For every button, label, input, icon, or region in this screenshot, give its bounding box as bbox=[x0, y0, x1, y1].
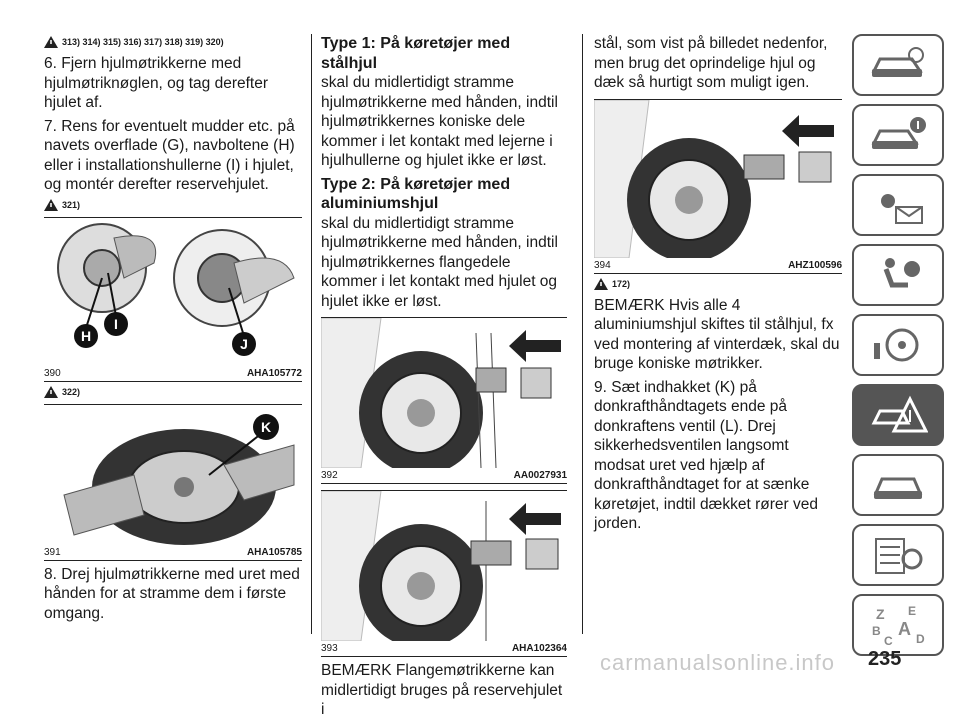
car-info-i-icon bbox=[871, 117, 926, 149]
warning-triangle-icon bbox=[594, 277, 608, 290]
column-2: Type 1: På køretøjer med stålhjul skal d… bbox=[321, 34, 567, 724]
note-flange-nuts: BEMÆRK Flangemøtrikkerne kan midlertidig… bbox=[321, 662, 563, 718]
column-divider bbox=[311, 34, 312, 634]
note-alloy-to-steel: BEMÆRK Hvis alle 4 aluminiumshjul skifte… bbox=[594, 296, 840, 373]
tab-warning-lights[interactable] bbox=[852, 174, 944, 236]
tab-car-info[interactable] bbox=[852, 34, 944, 96]
continued-text: stål, som vist på billedet nedenfor, men… bbox=[594, 35, 828, 91]
label-j: J bbox=[240, 336, 248, 352]
warning-triangle-icon bbox=[44, 198, 58, 211]
technical-data-icon bbox=[875, 538, 923, 574]
svg-text:A: A bbox=[898, 619, 911, 639]
tab-technical-data[interactable] bbox=[852, 524, 944, 586]
step-8: 8. Drej hjulmøtrikkerne med uret med hån… bbox=[44, 565, 300, 622]
type-1-heading: Type 1: På køretøjer med stålhjul bbox=[321, 35, 511, 72]
column-1: 313) 314) 315) 316) 317) 318) 319) 320) … bbox=[44, 34, 302, 627]
label-h: H bbox=[81, 328, 91, 344]
note-172: 172) bbox=[594, 277, 842, 290]
svg-text:C: C bbox=[884, 634, 893, 647]
spare-wheel-flange-nut-illustration bbox=[594, 99, 834, 258]
car-info-icon bbox=[871, 47, 924, 77]
chapter-sidebar: Z E B A C D bbox=[852, 34, 948, 664]
svg-text:D: D bbox=[916, 632, 925, 646]
wheel-tightening-illustration: K bbox=[63, 413, 295, 545]
page-number: 235 bbox=[868, 648, 902, 670]
warning-triangle-icon bbox=[44, 385, 58, 398]
note-321: 321) bbox=[44, 198, 302, 211]
svg-text:Z: Z bbox=[876, 606, 885, 622]
watermark: carmanualsonline.info bbox=[600, 650, 836, 675]
steel-wheel-nut-illustration bbox=[321, 318, 561, 468]
tab-starting-driving[interactable] bbox=[852, 314, 944, 376]
column-divider bbox=[582, 34, 583, 634]
step-7: 7. Rens for eventuelt mudder etc. på nav… bbox=[44, 117, 295, 194]
hub-cleaning-illustration: H I J bbox=[57, 222, 295, 356]
type-2-text: skal du midlertidigt stramme hjulmøtrikk… bbox=[321, 214, 558, 310]
tab-index[interactable]: Z E B A C D bbox=[852, 594, 944, 656]
emergency-triangle-icon bbox=[871, 395, 928, 433]
type-1-text: skal du midlertidigt stramme hjulmøtrikk… bbox=[321, 74, 558, 169]
svg-text:B: B bbox=[872, 624, 881, 638]
note-322: 322) bbox=[44, 385, 302, 398]
alloy-wheel-nut-illustration bbox=[321, 491, 561, 641]
tab-car-info-i[interactable] bbox=[852, 104, 944, 166]
tab-emergency[interactable] bbox=[852, 384, 944, 446]
label-i: I bbox=[114, 316, 118, 332]
type-2-heading: Type 2: På køretøjer med aluminiumshjul bbox=[321, 175, 511, 213]
steering-key-icon bbox=[874, 328, 919, 362]
label-k: K bbox=[261, 419, 271, 435]
seat-airbag-icon bbox=[883, 258, 920, 288]
warning-triangle-icon bbox=[44, 36, 58, 48]
step-6: 6. Fjern hjulmøtrikkerne med hjulmøtrikn… bbox=[44, 55, 268, 111]
step-9: 9. Sæt indhakket (K) på donkrafthåndtage… bbox=[594, 378, 818, 533]
svg-text:E: E bbox=[908, 604, 916, 618]
note-references: 313) 314) 315) 316) 317) 318) 319) 320) bbox=[44, 36, 302, 48]
tab-safety[interactable] bbox=[852, 244, 944, 306]
car-service-icon bbox=[873, 477, 923, 499]
index-alphabet-icon: Z E B A C D bbox=[872, 604, 925, 647]
warning-light-mail-icon bbox=[881, 194, 923, 224]
column-3: stål, som vist på billedet nedenfor, men… bbox=[594, 34, 842, 538]
tab-service[interactable] bbox=[852, 454, 944, 516]
